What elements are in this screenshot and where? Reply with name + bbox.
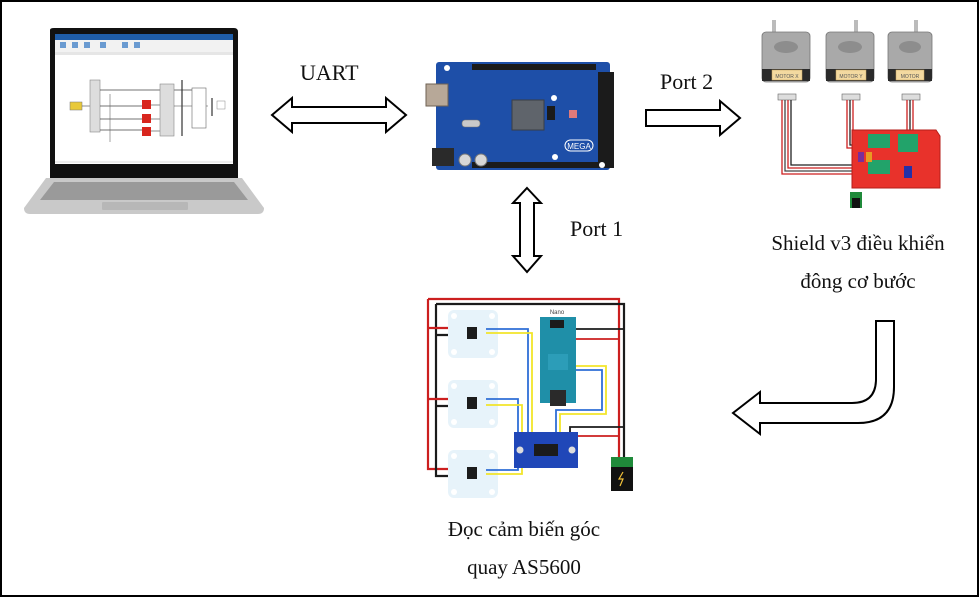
port2-arrow <box>645 98 742 138</box>
arduino-mega-image: MEGA <box>425 62 614 170</box>
shield-caption-line-1: Shield v3 điều khiển <box>771 231 945 255</box>
red-block-1 <box>142 100 151 109</box>
mega-side-header <box>598 72 614 168</box>
shield-caption-line-2: đông cơ bước <box>800 269 916 293</box>
red-block-2 <box>142 114 151 123</box>
power-jack <box>432 148 454 166</box>
as5600-sensor-2 <box>448 380 498 428</box>
motor-y: MOTOR Y <box>825 20 875 101</box>
port1-label: Port 1 <box>570 216 624 241</box>
dc-power-jack <box>611 457 633 491</box>
uart-label: UART <box>300 60 359 85</box>
laptop-image <box>24 28 264 214</box>
laptop-keyboard <box>40 182 248 200</box>
as5600-sensor-1 <box>448 310 498 358</box>
port1-arrow <box>510 186 544 274</box>
mega-bottom-header <box>472 162 598 168</box>
sensor-caption-line-1: Đọc cảm biến góc <box>447 517 601 541</box>
svg-text:MOTOR: MOTOR <box>901 74 920 80</box>
motor-x: MOTOR X <box>761 20 811 101</box>
driver-2 <box>898 134 918 152</box>
svg-text:MOTOR X: MOTOR X <box>775 74 799 80</box>
driver-3 <box>868 160 890 174</box>
i2c-multiplexer <box>514 432 578 468</box>
sensor-caption-line-2: quay AS5600 <box>467 555 581 579</box>
simulink-model <box>55 79 233 163</box>
svg-text:MOTOR Y: MOTOR Y <box>839 74 863 80</box>
red-block-3 <box>142 127 151 136</box>
shield-caption: Shield v3 điều khiển đông cơ bước <box>740 224 976 300</box>
mega-top-header <box>472 64 596 70</box>
motor-z: MOTOR <box>887 20 933 101</box>
usb-b-connector <box>425 83 449 107</box>
app-ribbon <box>55 40 233 52</box>
as5600-sensor-3 <box>448 450 498 498</box>
source-block <box>69 101 83 111</box>
sensor-caption: Đọc cảm biến góc quay AS5600 <box>416 510 632 586</box>
stepper-motors-image: MOTOR X MOTOR Y MOTOR <box>761 20 941 208</box>
driver-1 <box>868 134 890 148</box>
cnc-shield-v3 <box>851 129 941 189</box>
mega-board-text: MEGA <box>567 142 591 151</box>
app-titlebar <box>55 34 233 40</box>
arduino-nano: Nano <box>540 310 576 406</box>
uart-arrow <box>270 95 408 135</box>
feedback-arrow <box>731 320 895 437</box>
svg-text:Nano: Nano <box>550 310 565 316</box>
port2-label: Port 2 <box>660 69 714 94</box>
laptop-trackpad <box>102 202 188 210</box>
mcu-chip <box>511 99 545 131</box>
as5600-sensors-image: Nano <box>426 297 633 498</box>
